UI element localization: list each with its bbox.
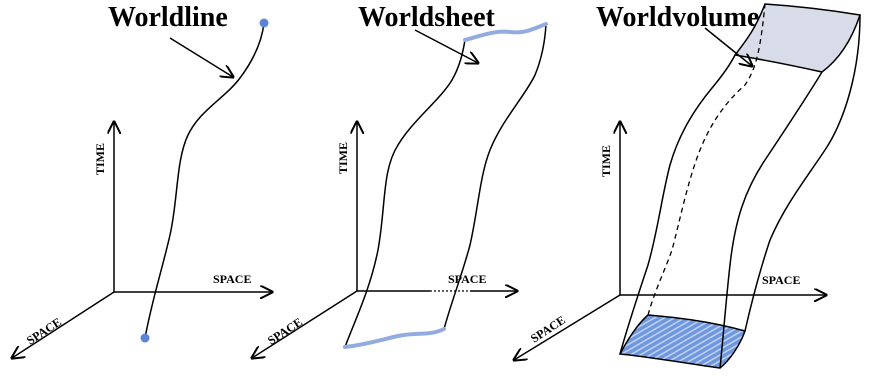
axes: TIME SPACE SPACE xyxy=(252,122,517,358)
panel-worldline: Worldline TIME SPACE SPACE xyxy=(12,2,272,358)
space-axis-diagonal xyxy=(252,290,358,358)
panel-title: Worldsheet xyxy=(358,2,496,33)
space-axis-diagonal xyxy=(12,291,115,358)
space-x-axis-label: SPACE xyxy=(448,272,486,286)
particle-end-point xyxy=(259,18,269,28)
space-axis-diagonal xyxy=(514,294,621,360)
panel-title: Worldline xyxy=(108,2,228,33)
time-axis-label: TIME xyxy=(93,143,107,175)
worldline-curve xyxy=(144,22,265,339)
brane-front-edge xyxy=(719,71,823,369)
space-diag-axis-label: SPACE xyxy=(528,313,568,346)
worldsheet-left-edge xyxy=(344,39,466,348)
brane-right-edge xyxy=(744,14,861,332)
worldsheet-right-edge xyxy=(443,23,547,330)
space-diag-axis-label: SPACE xyxy=(24,315,64,348)
panel-worldsheet: Worldsheet TIME SPACE SPACE xyxy=(252,2,548,358)
panel-worldvolume: Worldvolume TIME SPACE SPACE xyxy=(514,2,861,369)
brane-initial-face xyxy=(618,314,746,369)
space-diag-axis-label: SPACE xyxy=(265,315,305,348)
time-axis-label: TIME xyxy=(599,145,613,177)
pointer-arrow xyxy=(414,29,478,63)
worldvolume-block xyxy=(618,3,861,369)
pointer-arrow xyxy=(169,37,233,77)
string-final-state xyxy=(463,22,548,42)
panel-title: Worldvolume xyxy=(596,2,759,33)
time-axis-label: TIME xyxy=(336,142,350,174)
space-x-axis-label: SPACE xyxy=(762,273,800,287)
string-initial-state xyxy=(343,327,446,349)
pointer-arrow xyxy=(704,27,752,66)
worldsheet-surface xyxy=(343,22,548,349)
brane-hidden-edge xyxy=(647,3,766,316)
particle-start-point xyxy=(140,333,150,343)
axes: TIME SPACE SPACE xyxy=(12,122,272,358)
brane-left-edge xyxy=(619,54,736,355)
space-x-axis-label: SPACE xyxy=(213,272,251,286)
